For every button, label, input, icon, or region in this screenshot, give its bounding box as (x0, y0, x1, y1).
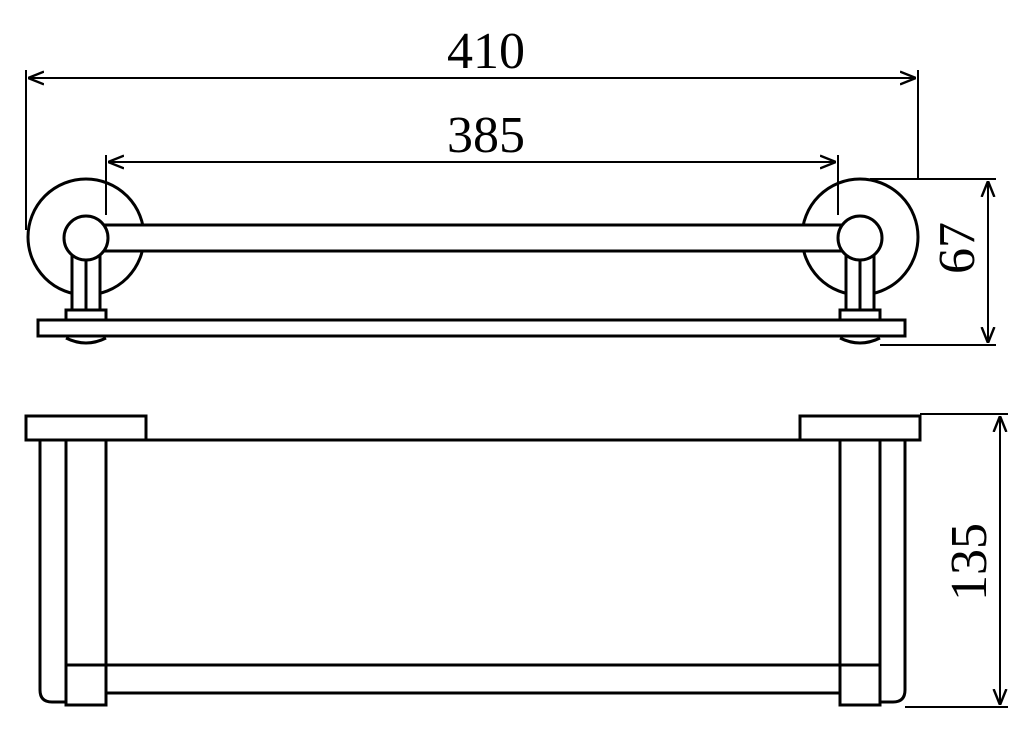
front-view (26, 177, 920, 345)
left-support-post-top (64, 438, 108, 667)
front-rail-top (104, 663, 842, 695)
horizontal-bar (98, 223, 848, 253)
left-bar-end (62, 214, 110, 262)
dim-385-label: 385 (447, 107, 525, 164)
right-bar-end (836, 214, 884, 262)
dimension-overall-width: 410 (25, 23, 919, 230)
shelf-outline-top (38, 440, 66, 704)
right-support-post-top (838, 438, 882, 667)
right-wall-plate (798, 414, 922, 442)
top-view (24, 414, 922, 707)
left-rail-block (64, 663, 108, 707)
glass-shelf (36, 318, 907, 338)
dim-410-label: 410 (447, 23, 525, 80)
left-screw-cap (65, 336, 107, 345)
right-rail-block (838, 663, 882, 707)
right-screw-cap (839, 336, 881, 345)
dimension-depth: 135 (905, 413, 1008, 708)
dimension-height: 67 (870, 178, 996, 346)
left-wall-plate (24, 414, 148, 442)
dim-67-label: 67 (929, 222, 986, 274)
dimension-bar-length: 385 (105, 107, 839, 215)
dim-135-label: 135 (941, 523, 998, 601)
